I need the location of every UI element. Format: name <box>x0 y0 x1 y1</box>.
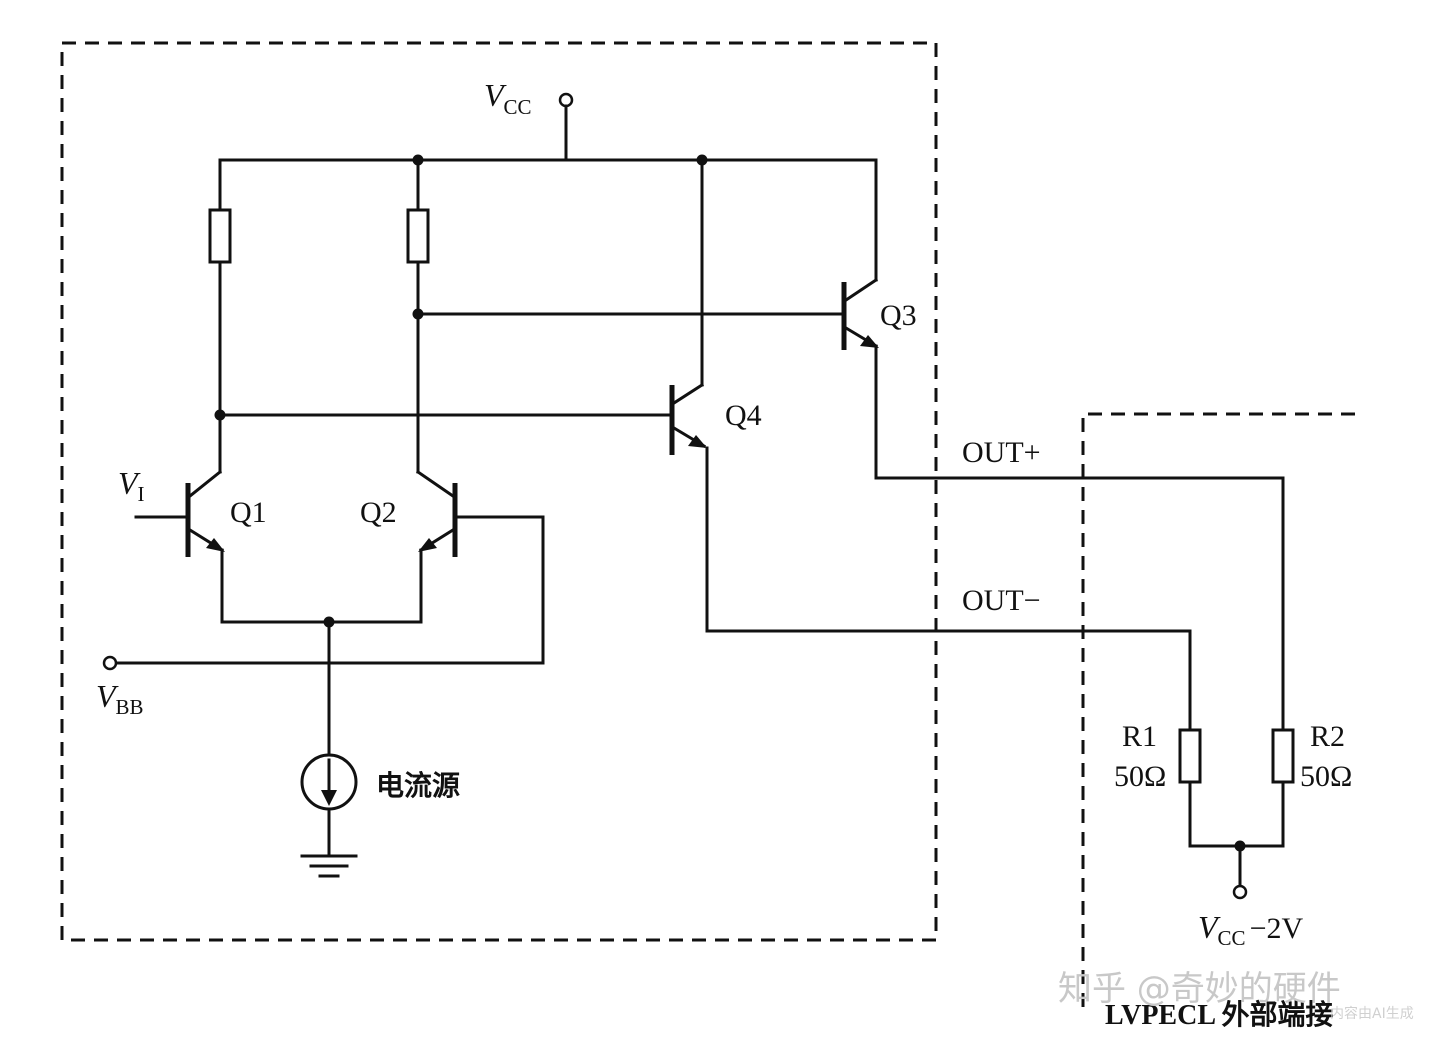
ground-icon <box>300 854 358 878</box>
q3-transistor <box>841 158 879 480</box>
vcc-terminal <box>558 92 574 108</box>
termination-caption: LVPECL 外部端接 <box>1105 999 1333 1031</box>
r2-label: R2 <box>1310 720 1345 753</box>
r1-value: 50Ω <box>1114 760 1166 793</box>
r1-label: R1 <box>1122 720 1157 753</box>
vtt-terminal <box>1232 884 1248 900</box>
q2-label: Q2 <box>360 496 397 529</box>
current-source-label: 电流源 <box>376 769 460 802</box>
collector-resistor-q2 <box>406 208 430 264</box>
q1-transistor <box>134 469 225 624</box>
vi-label: VI <box>118 465 145 506</box>
q3-label: Q3 <box>880 299 917 332</box>
vcc-minus-2v-label: VCC−2V <box>1198 909 1303 950</box>
r2-resistor <box>1271 728 1295 784</box>
termination-boundary-box <box>1081 412 1355 1010</box>
r1-resistor <box>1178 728 1202 784</box>
out-minus-label: OUT− <box>962 584 1041 617</box>
current-source-symbol <box>300 753 358 811</box>
driver-boundary-box <box>60 41 938 942</box>
q1-label: Q1 <box>230 496 267 529</box>
q4-label: Q4 <box>725 399 762 432</box>
q2-transistor <box>415 469 545 624</box>
q4-transistor <box>669 158 709 633</box>
watermark: 知乎 @奇妙的硬件 <box>1058 969 1341 1009</box>
r2-value: 50Ω <box>1300 760 1352 793</box>
out-plus-label: OUT+ <box>962 436 1041 469</box>
collector-resistor-q1 <box>208 208 232 264</box>
vcc-label: VCC <box>484 77 532 119</box>
vbb-terminal <box>102 655 118 671</box>
vbb-label: VBB <box>96 678 144 719</box>
watermark-tag: 内容由AI生成 <box>1330 1005 1414 1022</box>
